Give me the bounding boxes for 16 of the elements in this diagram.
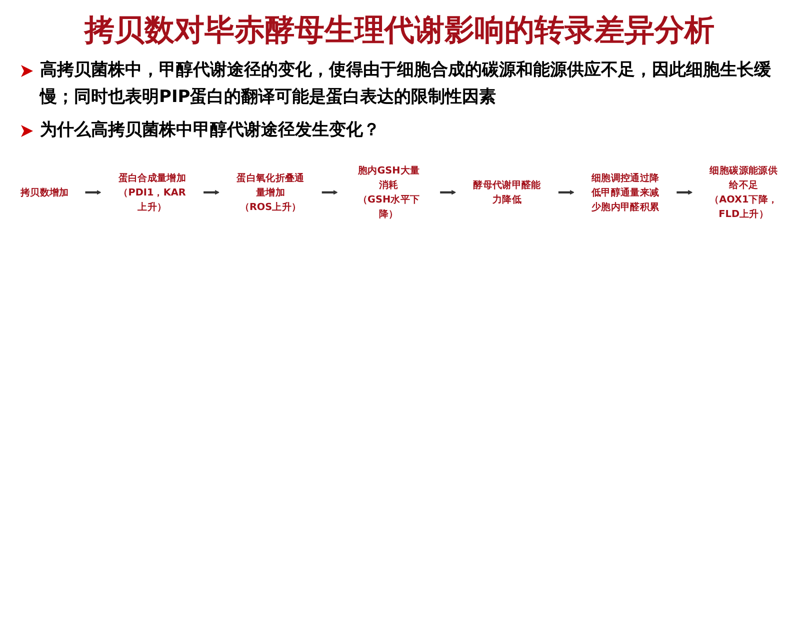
arrow: [84, 190, 102, 194]
arrow: [322, 190, 338, 194]
arrow: [203, 190, 220, 194]
node-text: 蛋白氧化折叠通量增加 （ROS上升）: [236, 172, 304, 212]
arrow: [676, 190, 693, 194]
arrow: [558, 190, 574, 194]
node-text: 蛋白合成量增加 （PDI1，KAR上升）: [118, 172, 186, 212]
node-text: 胞内GSH大量消耗 （GSH水平下降）: [358, 164, 420, 220]
arrow: [440, 190, 456, 194]
node-text: 酵母代谢甲醛能力降低: [473, 179, 541, 205]
bullet-text: 高拷贝菌株中，甲醇代谢途径的变化，使得由于细胞合成的碳源和能源供应不足，因此细胞生长缓慢；同时也表明PIP蛋白的翻译可能是蛋白表达的限制性因素: [40, 59, 772, 110]
node-text: 细胞调控通过降低甲醇通量来减少胞内甲醛积累: [591, 172, 660, 212]
question-text: 为什么高拷贝菌株中甲醇代谢途径发生变化？: [40, 119, 380, 142]
node-text: 拷贝数增加: [20, 186, 69, 198]
node-text: 细胞碳源能源供给不足 （AOX1下降，FLD上升）: [709, 164, 778, 220]
title: 拷贝数对毕赤酵母生理代谢影响的转录差异分析: [82, 12, 716, 50]
